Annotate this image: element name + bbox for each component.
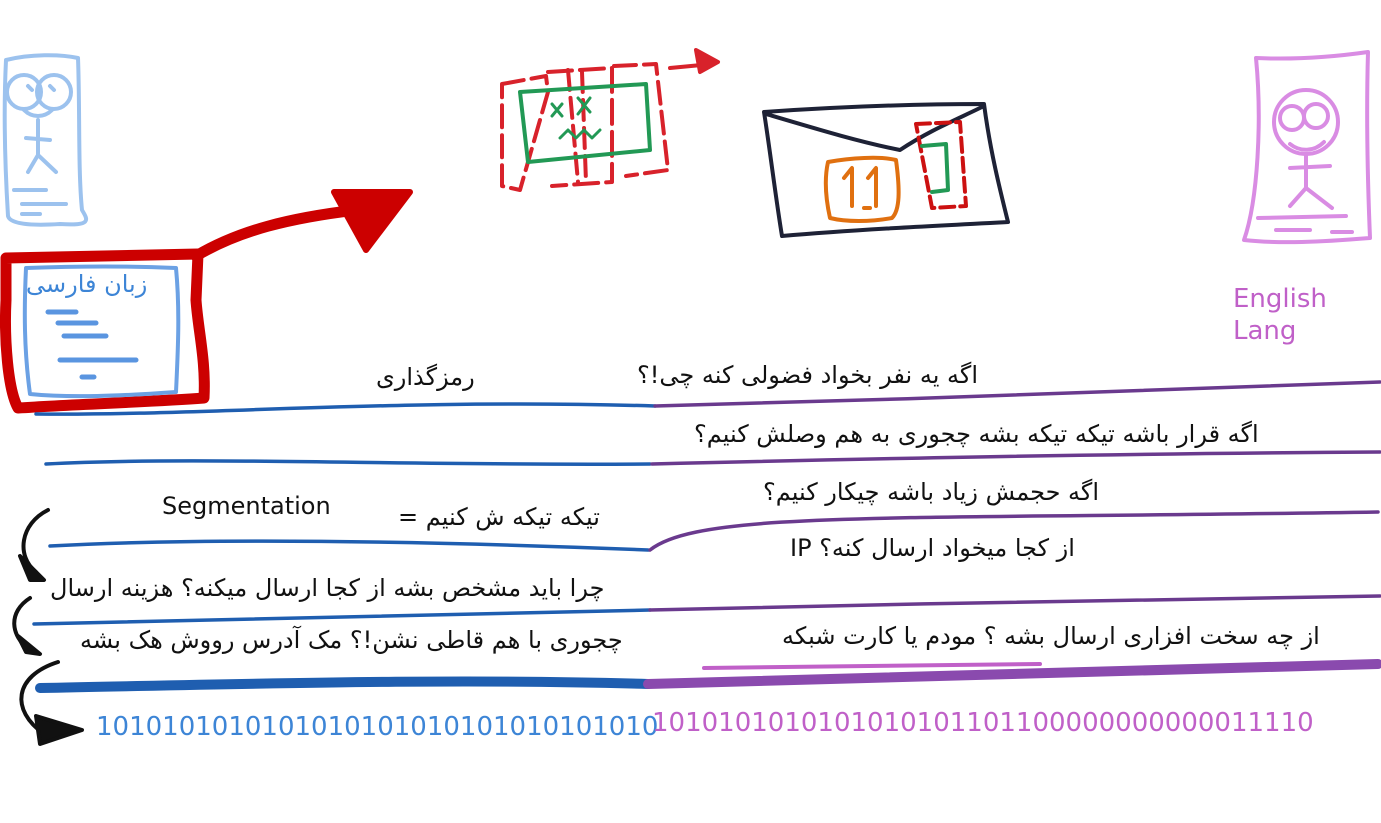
right-bits: 1010101010101010101101100000000000011110 — [652, 708, 1314, 738]
encrypted-packet-icon — [500, 48, 720, 192]
arrow-icon — [190, 189, 413, 262]
person-right-icon — [1242, 50, 1372, 245]
question-snoop: اگه یه نفر بخواد فضولی کنه چی!؟ — [637, 361, 979, 389]
black-arrows — [12, 508, 84, 746]
english-language-label-line2: Lang — [1233, 316, 1297, 346]
question-hardware: از چه سخت افزاری ارسال بشه ؟ مودم یا کار… — [782, 622, 1320, 650]
person-left-icon — [2, 53, 89, 227]
question-reassemble: اگه قرار باشه تیکه تیکه بشه چجوری به هم … — [694, 420, 1259, 448]
persian-language-label: زبان فارسی — [26, 270, 148, 298]
question-size: اگه حجمش زیاد باشه چیکار کنیم؟ — [763, 478, 1099, 506]
left-lines — [32, 402, 657, 693]
encoding-label: رمزگذاری — [376, 363, 475, 391]
segmentation-equals: تیکه تیکه ش کنیم = — [398, 503, 600, 531]
segmentation-label: Segmentation — [162, 492, 331, 520]
question-ip: از کجا میخواد ارسال کنه؟ IP — [790, 534, 1075, 562]
question-mac: چجوری با هم قاطی نشن!؟ مک آدرس رووش هک ب… — [80, 626, 623, 654]
left-bits: 1010101010101010101010101010101010 — [96, 712, 659, 742]
english-language-label-line1: English — [1233, 284, 1327, 314]
envelope-icon — [762, 102, 1010, 238]
right-lines — [643, 380, 1381, 689]
question-address-cost: چرا باید مشخص بشه از کجا ارسال میکنه؟ هز… — [50, 574, 605, 602]
document-icon — [0, 248, 210, 414]
